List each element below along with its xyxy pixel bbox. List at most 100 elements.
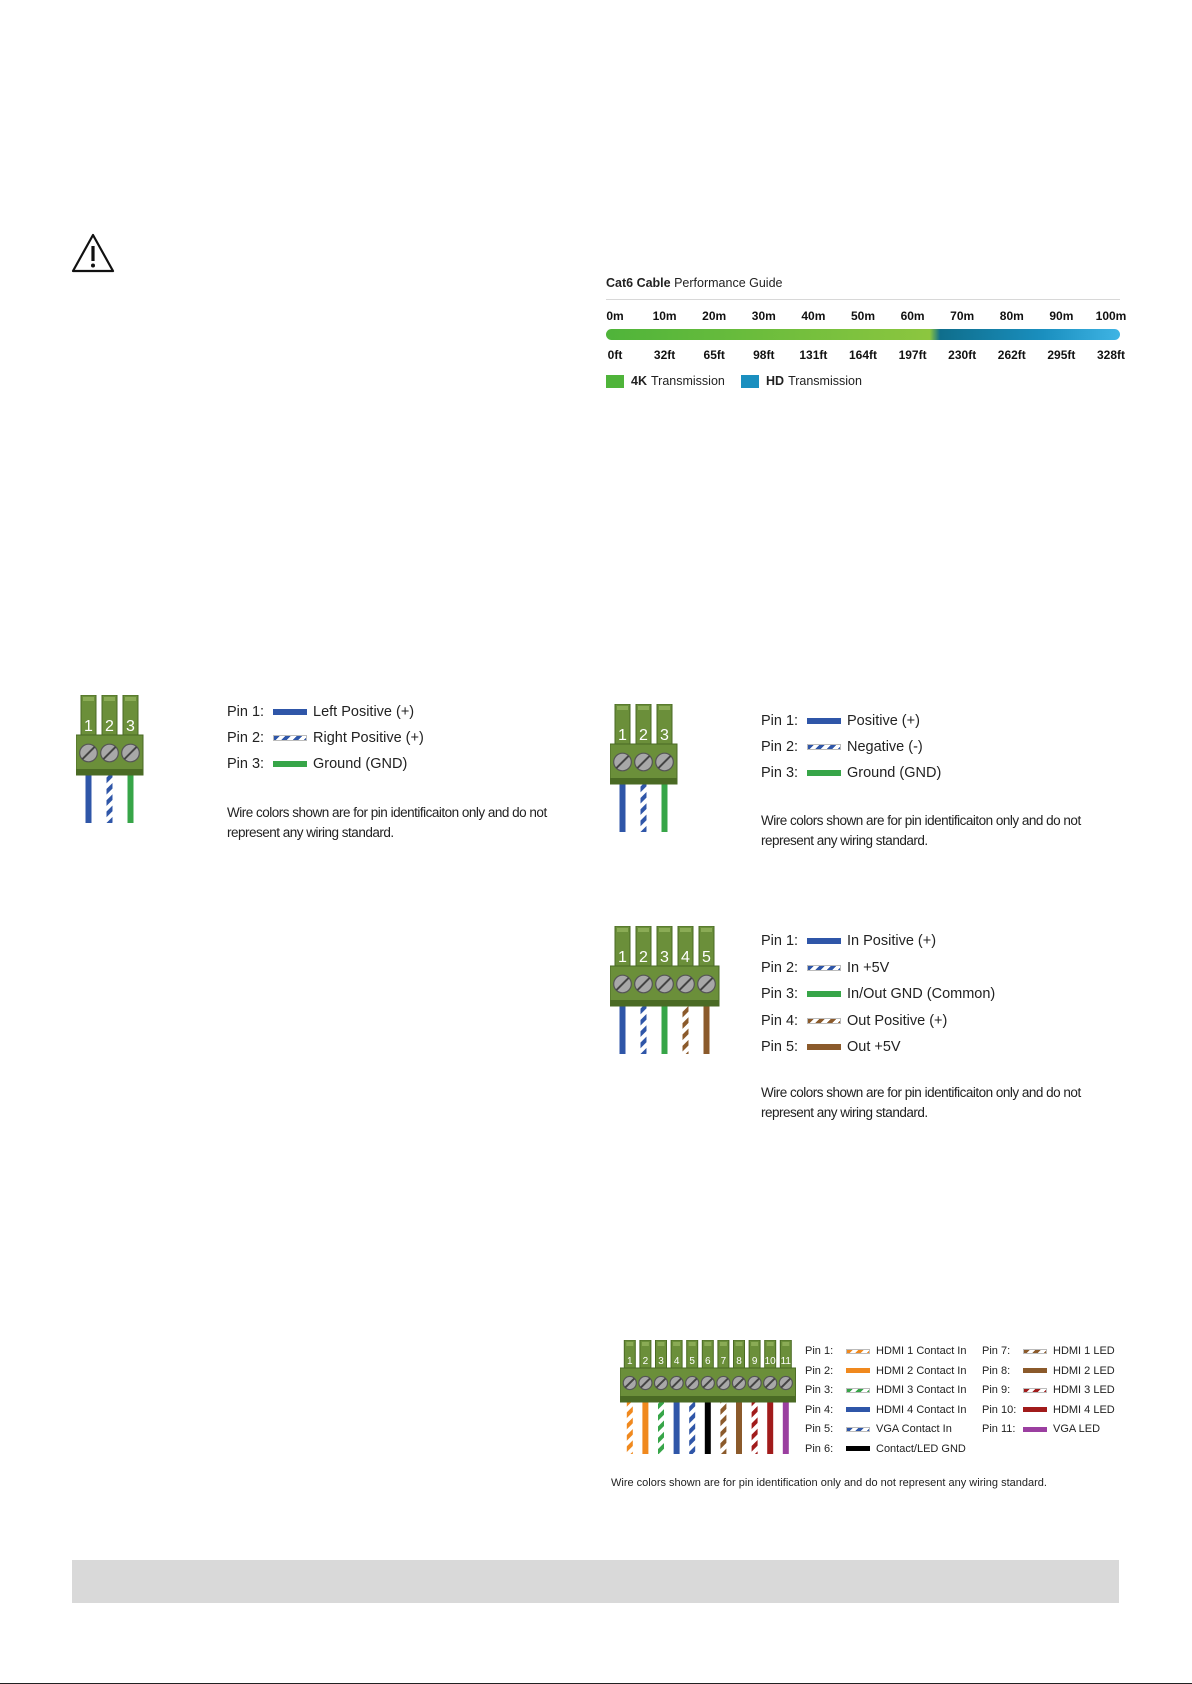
pin-function: Ground (GND) [313, 756, 408, 772]
wire-2 [106, 771, 113, 823]
wire-5 [703, 1002, 710, 1054]
meter-tick-20m: 20m [702, 309, 727, 323]
pin-function: HDMI 1 LED [1053, 1345, 1115, 1357]
meter-tick-50m: 50m [850, 309, 876, 323]
wire-2 [642, 1398, 649, 1454]
pin-function: HDMI 4 Contact In [876, 1403, 967, 1416]
feet-tick-328ft: 328ft [1096, 348, 1126, 362]
pin-label: Pin 1: [761, 933, 799, 949]
pin-label: Pin 7: [982, 1345, 1011, 1357]
wire-swatch [1023, 1407, 1047, 1412]
wire-swatch [807, 1017, 841, 1024]
pin-function: HDMI 3 Contact In [876, 1384, 967, 1396]
pin-label: Pin 8: [982, 1364, 1011, 1377]
wire-swatch [807, 938, 841, 944]
legend-4k-swatch [606, 374, 624, 388]
wire-swatch [273, 709, 307, 715]
five-pin-5: Pin 5: Out +5V [761, 1037, 901, 1057]
wire-swatch [1023, 1426, 1047, 1432]
wire-11 [782, 1398, 789, 1454]
meter-tick-80m: 80m [999, 309, 1024, 323]
pin-number-4: 4 [681, 949, 690, 966]
pin-number-1: 1 [618, 949, 627, 966]
eleven-pin-2: Pin 2:HDMI 2 Contact In [805, 1364, 966, 1378]
pin-function: HDMI 3 LED [1053, 1384, 1115, 1396]
wire-3 [658, 1398, 664, 1454]
wire-1 [619, 780, 626, 832]
wire-swatch [807, 718, 841, 724]
wire-10 [767, 1398, 774, 1454]
pin-number-5: 5 [702, 949, 711, 966]
legend-hd-swatch [741, 374, 759, 388]
pin-label: Pin 5: [761, 1039, 799, 1055]
meter-tick-0m: 0m [606, 309, 624, 323]
pin-number-1: 1 [627, 1356, 633, 1367]
pin-label: Pin 10: [982, 1403, 1017, 1416]
meter-tick-70m: 70m [950, 309, 975, 323]
pin-label: Pin 9: [982, 1384, 1011, 1396]
feet-tick-262ft: 262ft [997, 348, 1026, 362]
wire-9 [751, 1398, 758, 1454]
feet-tick-230ft: 230ft [948, 348, 977, 362]
wire-4 [673, 1398, 680, 1454]
wire-swatch [807, 1044, 841, 1050]
meter-tick-60m: 60m [900, 309, 925, 323]
feet-tick-131ft: 131ft [799, 348, 828, 362]
eleven-pin-11: Pin 11:VGA LED [982, 1422, 1100, 1436]
pin-number-3: 3 [660, 727, 669, 744]
wire-2 [640, 780, 647, 832]
five-pin-1: Pin 1: In Positive (+) [761, 931, 936, 951]
wire-8 [736, 1398, 742, 1454]
wire-1 [619, 1002, 626, 1054]
pin-number-3: 3 [658, 1356, 664, 1367]
pin-function: Negative (-) [847, 739, 923, 755]
warning-triangle-icon [70, 232, 116, 274]
wire-swatch [807, 770, 841, 776]
eleven-pin-10: Pin 10: HDMI 4 LED [982, 1403, 1115, 1417]
wire-swatch [273, 735, 307, 741]
eleven-pin-7: Pin 7: HDMI 1 LED [982, 1344, 1115, 1358]
pin-number-11: 11 [781, 1356, 792, 1367]
pin-number-6: 6 [705, 1356, 711, 1367]
pin-label: Pin 3: [761, 986, 799, 1002]
pin-function: Positive (+) [847, 713, 920, 729]
meter-tick-40m: 40m [801, 309, 826, 323]
pin-number-2: 2 [643, 1356, 649, 1367]
feet-tick-32ft: 32ft [653, 348, 676, 362]
wire-swatch [846, 1407, 870, 1412]
eleven-pin-wire-note: Wire colors shown are for pin identifica… [611, 1477, 1047, 1489]
meter-tick-100m: 100m [1095, 309, 1127, 323]
wire-swatch [807, 991, 841, 997]
pin-number-9: 9 [752, 1356, 758, 1367]
wire-6 [704, 1398, 711, 1454]
meter-tick-30m: 30m [751, 309, 776, 323]
pin-label: Pin 3: [805, 1384, 834, 1396]
ir-pin-2: Pin 2:Negative (-) [761, 737, 923, 757]
eleven-pin-3: Pin 3: HDMI 3 Contact In [805, 1383, 966, 1397]
audio-pin-1: Pin 1:Left Positive (+) [227, 702, 414, 722]
wire-1 [626, 1398, 633, 1454]
pin-label: Pin 3: [227, 756, 265, 772]
pin-function: HDMI 4 LED [1053, 1403, 1115, 1416]
ir-wire-note: Wire colors shown are for pin identifica… [761, 813, 1081, 848]
five-pin-wire-note: Wire colors shown are for pin identifica… [761, 1085, 1081, 1120]
five-pin-3: Pin 3:In/Out GND (Common) [761, 984, 995, 1004]
pin-function: In Positive (+) [847, 933, 937, 949]
feet-tick-164ft: 164ft [848, 348, 878, 362]
wire-3 [127, 771, 134, 823]
distance-bar [606, 329, 1120, 340]
wire-swatch [807, 964, 841, 971]
eleven-pin-8: Pin 8:HDMI 2 LED [982, 1364, 1115, 1378]
feet-tick-65ft: 65ft [703, 348, 725, 362]
pin-number-3: 3 [660, 949, 669, 966]
pin-function: Out +5V [847, 1039, 901, 1055]
eleven-pin-9: Pin 9: HDMI 3 LED [982, 1383, 1115, 1397]
eleven-pin-6: Pin 6:Contact/LED GND [805, 1442, 966, 1456]
wire-swatch [1023, 1368, 1047, 1373]
pin-label: Pin 6: [805, 1442, 834, 1455]
